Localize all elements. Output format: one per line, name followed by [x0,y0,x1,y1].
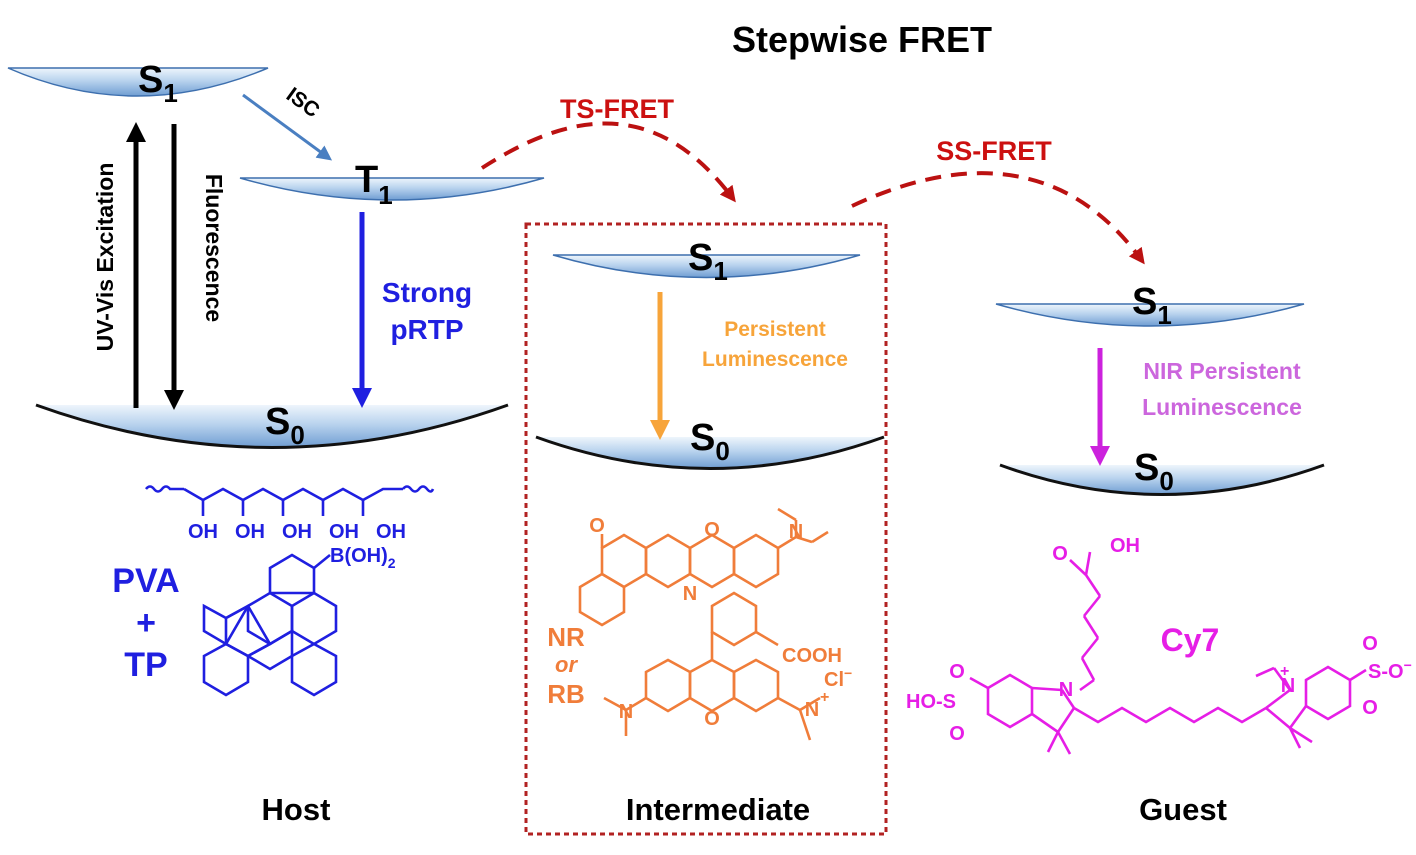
guest-s0-letter: S [1134,447,1159,489]
nr-carbonyl-o: O [589,515,605,537]
cy7-right-sulfonate: S-O [1368,661,1404,683]
host-s1-letter: S [138,59,163,101]
intermediate-s0-level: S0 [535,417,885,470]
svg-text:S1: S1 [1132,281,1172,330]
host-s0-letter: S [265,401,290,443]
plus-sign: + [136,604,156,642]
ss-fret-label: SS-FRET [936,136,1052,166]
cy7-sulfonate-minus: − [1404,657,1412,673]
svg-text:S0: S0 [1134,447,1174,496]
prtp-label-line1: Strong [382,277,472,308]
intermediate-emission-line2: Luminescence [702,348,848,371]
isc-label: ISC [282,83,324,122]
guest-emission-line1: NIR Persistent [1143,358,1301,384]
svg-text:S-O−: S-O− [1368,657,1412,683]
intermediate-emission-line1: Persistent [724,318,826,341]
rb-label: RB [547,679,585,709]
intermediate-box [524,222,888,836]
svg-text:T1: T1 [355,159,393,210]
host-s1-level: S1 [7,59,269,108]
pva-label: PVA [112,562,179,600]
host-label: Host [262,792,331,827]
rb-chloride-charge: − [844,665,852,681]
pva-structure [144,485,435,516]
svg-text:S1: S1 [688,237,728,286]
rb-chloride: Cl [824,669,844,691]
cy7-structure [969,551,1367,755]
ts-fret-arrow [480,121,736,203]
svg-text:B(OH)2: B(OH)2 [330,545,396,571]
host-t1-letter: T [355,159,378,201]
triphenylene-boronic-acid-structure [202,553,338,697]
diagram-title: Stepwise FRET [732,19,992,60]
int-s0-letter: S [690,417,715,459]
svg-text:S0: S0 [265,401,305,450]
intermediate-s1-level: S1 [552,237,861,286]
fluorescence-label: Fluorescence [201,174,227,322]
cy7-left-sulfonate: HO-S [906,691,956,713]
cy7-right-so-bottom: O [1362,697,1378,719]
ts-fret-label: TS-FRET [560,94,674,124]
cy7-n-plus: + [1280,663,1289,680]
rb-cooh: COOH [782,645,842,667]
rb-ring-o: O [704,708,720,730]
nr-label: NR [547,622,585,652]
host-s0-subscript: 0 [290,420,304,450]
ss-fret-arrow [851,171,1145,265]
cy7-label: Cy7 [1161,622,1220,658]
or-label: or [555,652,578,677]
cy7-right-so-top: O [1362,633,1378,655]
cy7-left-so-bottom: O [949,723,965,745]
rhodamine-b-structure [603,591,821,741]
guest-s0-subscript: 0 [1159,466,1173,496]
pva-oh-2: OH [235,521,265,543]
cy7-left-so-top: O [949,661,965,683]
pva-oh-3: OH [282,521,312,543]
cy7-left-n: N [1059,679,1073,701]
rb-iminium-n: N [805,699,819,721]
svg-text:S0: S0 [690,417,730,466]
guest-emission-line2: Luminescence [1142,394,1302,420]
nr-amine-n: N [789,521,803,543]
isc-arrow [242,93,333,161]
host-t1-subscript: 1 [378,180,392,210]
prtp-label-line2: pRTP [390,314,463,345]
svg-text:S1: S1 [138,59,178,108]
intermediate-label: Intermediate [626,792,810,827]
boronic-acid-subscript: 2 [388,555,396,571]
nr-ring-o: O [704,519,720,541]
host-t1-level: T1 [239,159,545,210]
boronic-acid-label: B(OH) [330,545,388,567]
int-s1-subscript: 1 [713,256,727,286]
rb-plus-charge: + [820,689,829,706]
pva-oh-4: OH [329,521,359,543]
guest-s0-level: S0 [999,447,1325,496]
cy7-right-n: N [1281,675,1295,697]
cy7-carboxyl-oh: OH [1110,535,1140,557]
pva-oh-1: OH [188,521,218,543]
excitation-label: UV-Vis Excitation [92,163,118,352]
rb-amine-n: N [619,701,633,723]
host-s1-subscript: 1 [163,78,177,108]
pva-oh-5: OH [376,521,406,543]
int-s1-letter: S [688,237,713,279]
svg-text:Cl−: Cl− [824,665,852,691]
host-s0-level: S0 [35,401,509,450]
guest-s1-subscript: 1 [1157,300,1171,330]
guest-s1-letter: S [1132,281,1157,323]
int-s0-subscript: 0 [715,436,729,466]
nile-red-structure [578,507,829,627]
cy7-carbonyl-o: O [1052,543,1068,565]
guest-s1-level: S1 [995,281,1305,330]
guest-label: Guest [1139,792,1227,827]
tp-label: TP [124,646,167,684]
nr-ring-n: N [683,583,697,605]
